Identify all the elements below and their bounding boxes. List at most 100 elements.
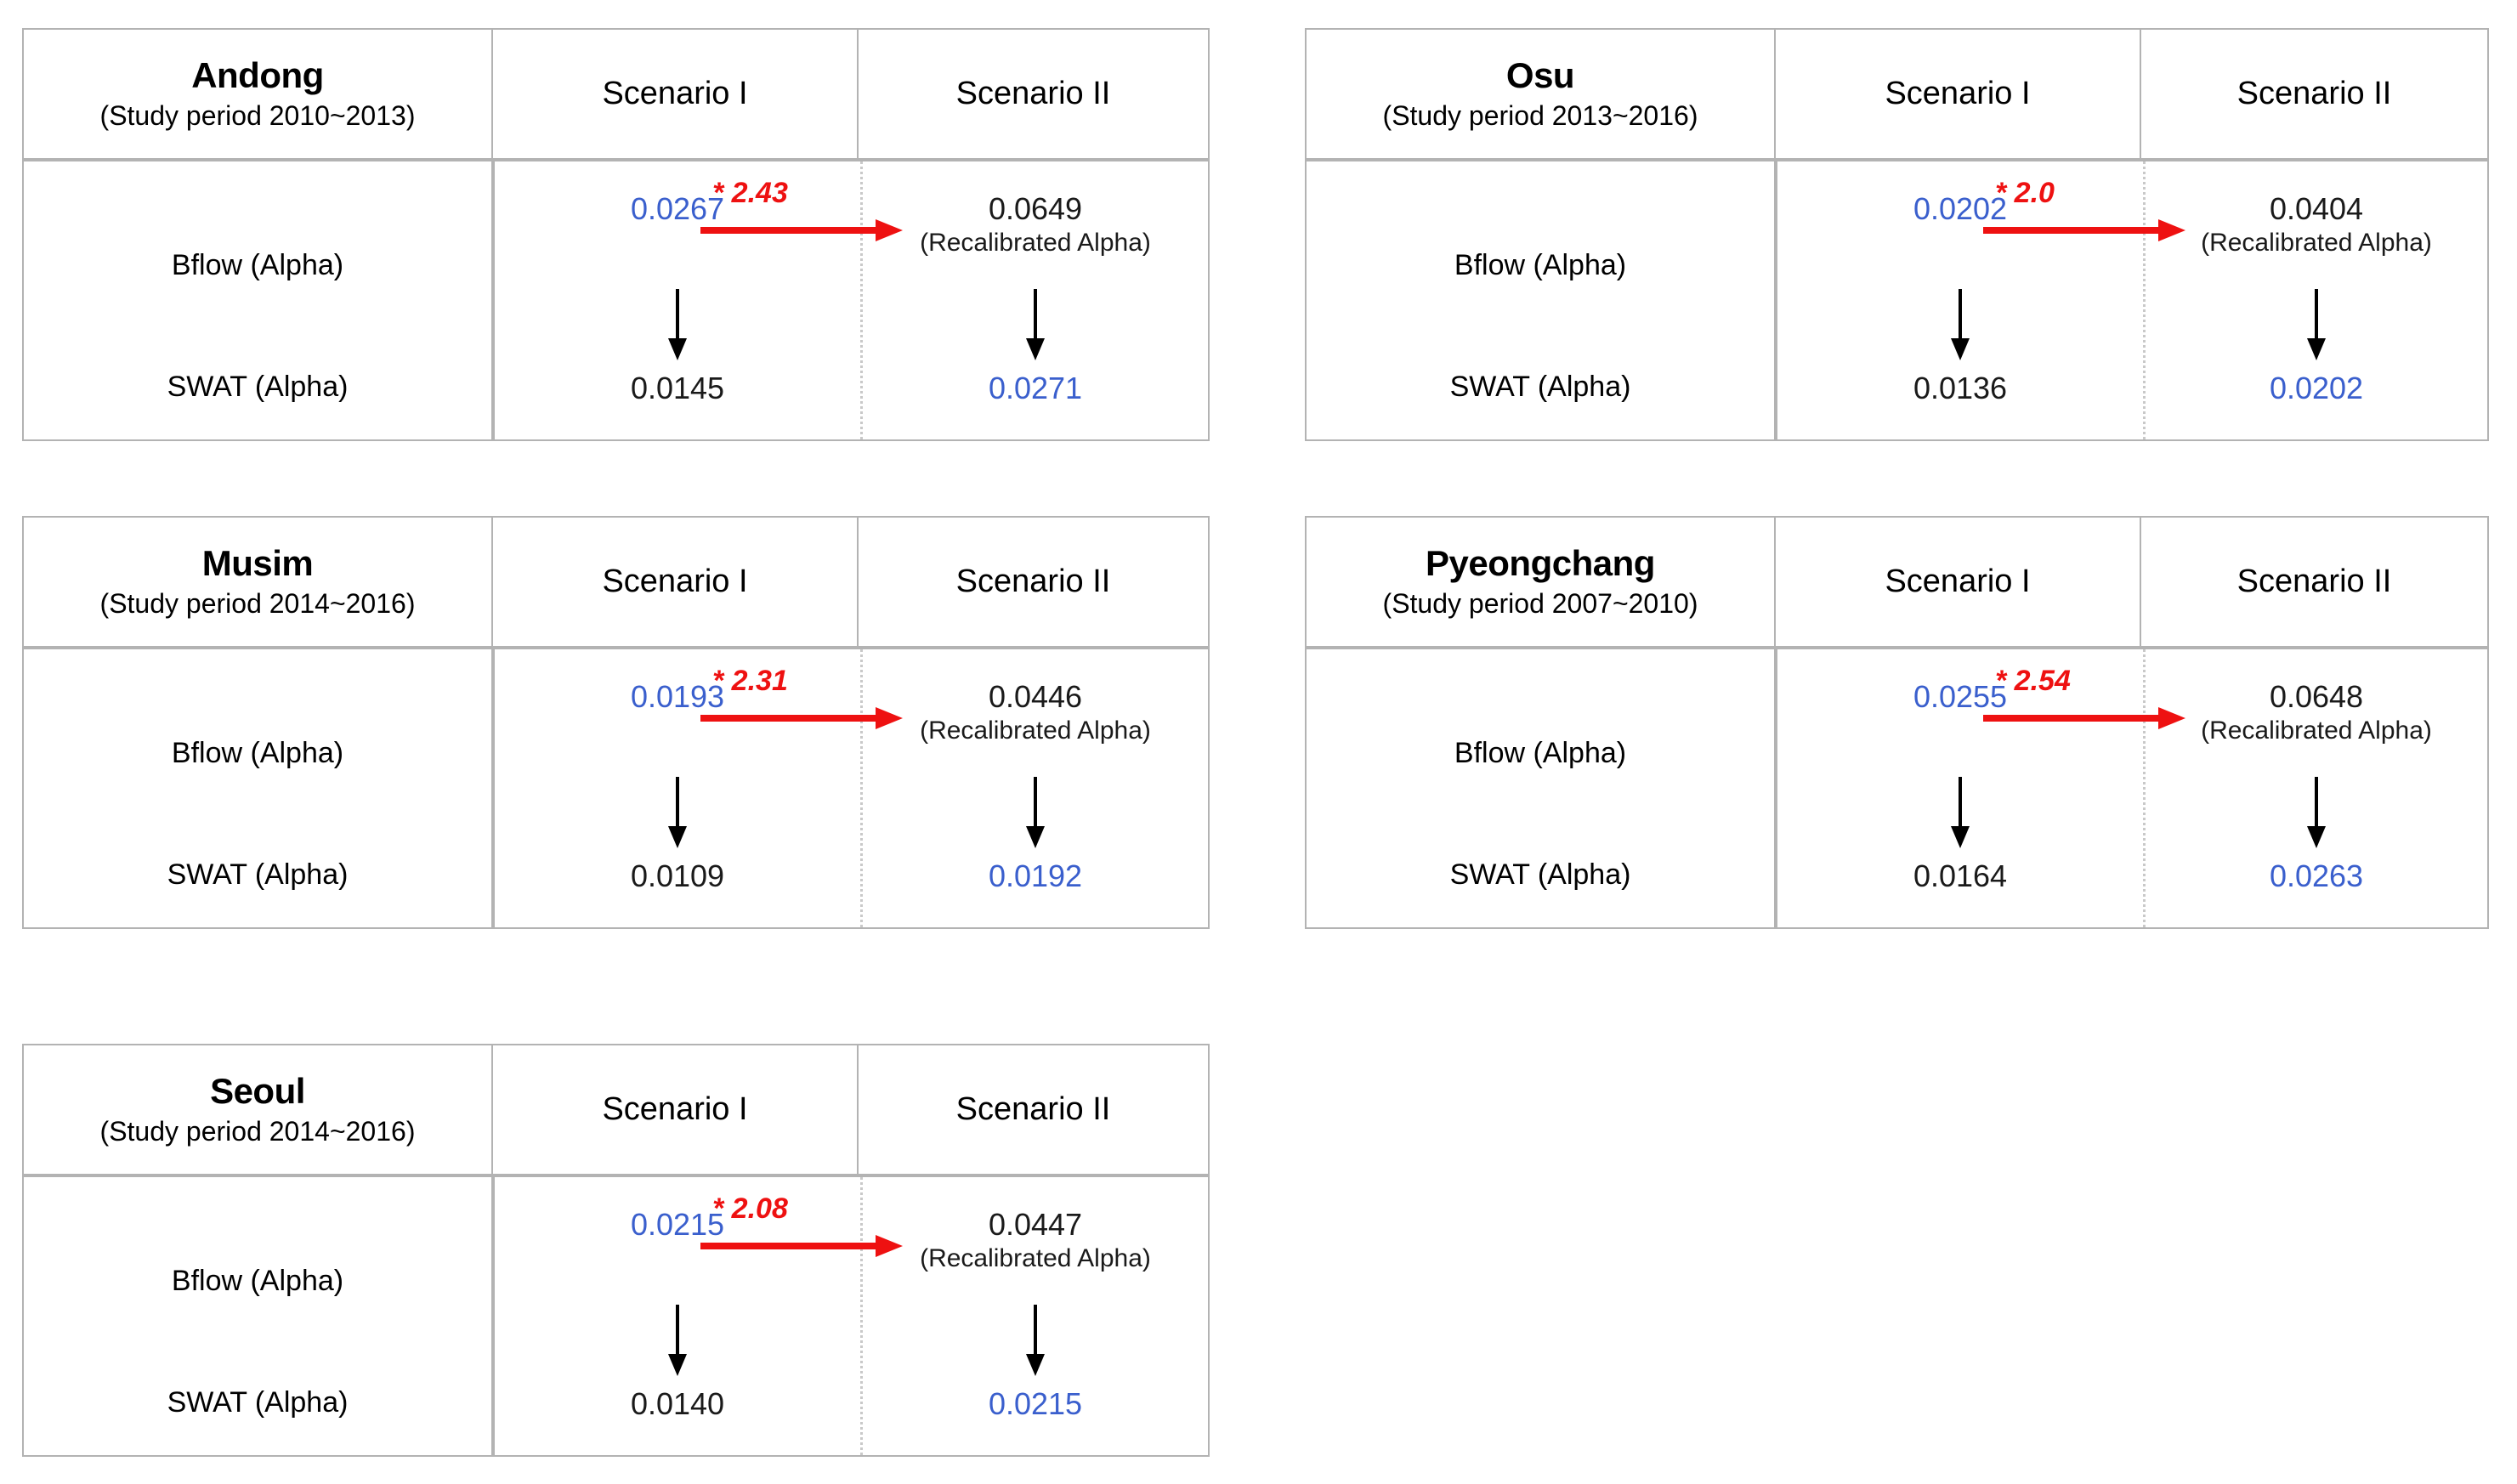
- column-header-scenario-2: Scenario II: [859, 518, 1208, 646]
- panel-header: Musim (Study period 2014~2016) Scenario …: [24, 518, 1208, 649]
- scenario-2-label: Scenario II: [955, 1090, 1111, 1127]
- panel-header: Pyeongchang (Study period 2007~2010) Sce…: [1307, 518, 2487, 649]
- row-label-swat: SWAT (Alpha): [167, 1386, 349, 1419]
- scenario-2-bflow-number: 0.0446: [988, 679, 1083, 714]
- column-divider-dotted: [2143, 649, 2146, 927]
- down-arrow-icon: [1937, 777, 1983, 848]
- scenario-1-bflow-value: 0.0255: [1913, 679, 2008, 714]
- scenario-1-swat-value: 0.0164: [1913, 858, 2008, 893]
- scenario-2-label: Scenario II: [2236, 75, 2392, 111]
- panel-body: Bflow (Alpha) SWAT (Alpha) 0.0193 0.0109…: [24, 649, 1208, 927]
- down-arrow-icon: [655, 777, 700, 848]
- down-arrow-icon: [1012, 289, 1058, 360]
- site-title: Seoul: [210, 1071, 305, 1112]
- scenario-1-bflow-value: 0.0267: [630, 191, 725, 226]
- row-label-bflow: Bflow (Alpha): [1454, 249, 1627, 281]
- scenario-2-bflow-value: 0.0446 (Recalibrated Alpha): [863, 678, 1208, 747]
- site-study-period: (Study period 2013~2016): [1382, 100, 1698, 132]
- panel-header: Andong (Study period 2010~2013) Scenario…: [24, 30, 1208, 161]
- panel-body: Bflow (Alpha) SWAT (Alpha) 0.0202 0.0136…: [1307, 161, 2487, 439]
- scenario-2-values: 0.0649 (Recalibrated Alpha) 0.0271: [863, 161, 1208, 439]
- site-study-period: (Study period 2014~2016): [99, 588, 416, 620]
- column-divider-dotted: [2143, 161, 2146, 439]
- site-title: Musim: [201, 543, 314, 584]
- row-label-bflow: Bflow (Alpha): [171, 737, 344, 769]
- site-panel-pyeongchang: Pyeongchang (Study period 2007~2010) Sce…: [1305, 516, 2489, 929]
- scenario-2-values: 0.0447 (Recalibrated Alpha) 0.0215: [863, 1177, 1208, 1455]
- panel-body: Bflow (Alpha) SWAT (Alpha) 0.0267 0.0145…: [24, 161, 1208, 439]
- column-header-scenario-2: Scenario II: [2141, 30, 2487, 158]
- site-title: Osu: [1505, 55, 1575, 96]
- column-divider-solid: [493, 161, 495, 439]
- scenario-2-label: Scenario II: [955, 563, 1111, 599]
- site-study-period: (Study period 2010~2013): [99, 100, 416, 132]
- site-title: Pyeongchang: [1426, 543, 1655, 584]
- scenario-2-values: 0.0648 (Recalibrated Alpha) 0.0263: [2146, 649, 2487, 927]
- site-panel-musim: Musim (Study period 2014~2016) Scenario …: [22, 516, 1210, 929]
- row-label-column: Bflow (Alpha) SWAT (Alpha): [1307, 649, 1776, 927]
- scenario-1-label: Scenario I: [602, 1090, 748, 1127]
- site-header-cell: Seoul (Study period 2014~2016): [24, 1045, 493, 1174]
- scenario-1-swat-value: 0.0145: [630, 371, 725, 405]
- scenario-1-values: 0.0193 0.0109: [495, 649, 860, 927]
- scenario-2-bflow-number: 0.0649: [988, 191, 1083, 226]
- down-arrow-icon: [655, 289, 700, 360]
- scenario-2-label: Scenario II: [955, 75, 1111, 111]
- scenario-2-values: 0.0404 (Recalibrated Alpha) 0.0202: [2146, 161, 2487, 439]
- column-header-scenario-1: Scenario I: [1776, 30, 2141, 158]
- site-header-cell: Osu (Study period 2013~2016): [1307, 30, 1776, 158]
- column-header-scenario-2: Scenario II: [859, 1045, 1208, 1174]
- row-label-column: Bflow (Alpha) SWAT (Alpha): [24, 649, 493, 927]
- column-divider-dotted: [860, 161, 863, 439]
- scenario-2-swat-value: 0.0192: [988, 858, 1083, 893]
- scenario-2-swat-value: 0.0202: [2269, 371, 2364, 405]
- scenario-2-bflow-note: (Recalibrated Alpha): [920, 228, 1151, 257]
- row-label-swat: SWAT (Alpha): [1449, 858, 1631, 891]
- site-panel-osu: Osu (Study period 2013~2016) Scenario I …: [1305, 28, 2489, 441]
- scenario-2-swat-value: 0.0263: [2269, 858, 2364, 893]
- scenario-1-label: Scenario I: [602, 75, 748, 111]
- row-label-bflow: Bflow (Alpha): [171, 1265, 344, 1297]
- scenario-1-bflow-value: 0.0202: [1913, 191, 2008, 226]
- scenario-2-bflow-note: (Recalibrated Alpha): [920, 716, 1151, 745]
- scenario-2-bflow-value: 0.0447 (Recalibrated Alpha): [863, 1206, 1208, 1275]
- scenario-1-values: 0.0255 0.0164: [1777, 649, 2143, 927]
- column-divider-solid: [493, 1177, 495, 1455]
- scenario-1-values: 0.0267 0.0145: [495, 161, 860, 439]
- row-label-column: Bflow (Alpha) SWAT (Alpha): [24, 1177, 493, 1455]
- scenario-2-bflow-note: (Recalibrated Alpha): [920, 1243, 1151, 1272]
- scenario-2-bflow-value: 0.0649 (Recalibrated Alpha): [863, 190, 1208, 259]
- scenario-2-bflow-number: 0.0447: [988, 1207, 1083, 1242]
- down-arrow-icon: [1012, 1305, 1058, 1376]
- scenario-2-bflow-note: (Recalibrated Alpha): [2201, 716, 2432, 745]
- row-label-swat: SWAT (Alpha): [167, 371, 349, 403]
- down-arrow-icon: [2293, 777, 2339, 848]
- site-header-cell: Andong (Study period 2010~2013): [24, 30, 493, 158]
- panel-header: Seoul (Study period 2014~2016) Scenario …: [24, 1045, 1208, 1177]
- column-header-scenario-1: Scenario I: [493, 1045, 859, 1174]
- row-label-swat: SWAT (Alpha): [1449, 371, 1631, 403]
- row-label-bflow: Bflow (Alpha): [1454, 737, 1627, 769]
- column-divider-dotted: [860, 1177, 863, 1455]
- site-study-period: (Study period 2007~2010): [1382, 588, 1698, 620]
- scenario-1-swat-value: 0.0109: [630, 858, 725, 893]
- scenario-1-label: Scenario I: [1885, 75, 2031, 111]
- scenario-1-values: 0.0215 0.0140: [495, 1177, 860, 1455]
- site-panel-andong: Andong (Study period 2010~2013) Scenario…: [22, 28, 1210, 441]
- row-label-column: Bflow (Alpha) SWAT (Alpha): [24, 161, 493, 439]
- down-arrow-icon: [1937, 289, 1983, 360]
- panel-header: Osu (Study period 2013~2016) Scenario I …: [1307, 30, 2487, 161]
- scenario-2-bflow-number: 0.0648: [2269, 679, 2364, 714]
- column-divider-solid: [1776, 649, 1777, 927]
- column-header-scenario-1: Scenario I: [493, 30, 859, 158]
- site-panel-seoul: Seoul (Study period 2014~2016) Scenario …: [22, 1044, 1210, 1457]
- column-header-scenario-1: Scenario I: [1776, 518, 2141, 646]
- site-title: Andong: [191, 55, 324, 96]
- column-header-scenario-1: Scenario I: [493, 518, 859, 646]
- down-arrow-icon: [2293, 289, 2339, 360]
- scenario-1-swat-value: 0.0140: [630, 1386, 725, 1421]
- row-label-bflow: Bflow (Alpha): [171, 249, 344, 281]
- scenario-1-bflow-value: 0.0215: [630, 1207, 725, 1242]
- column-divider-dotted: [860, 649, 863, 927]
- scenario-1-values: 0.0202 0.0136: [1777, 161, 2143, 439]
